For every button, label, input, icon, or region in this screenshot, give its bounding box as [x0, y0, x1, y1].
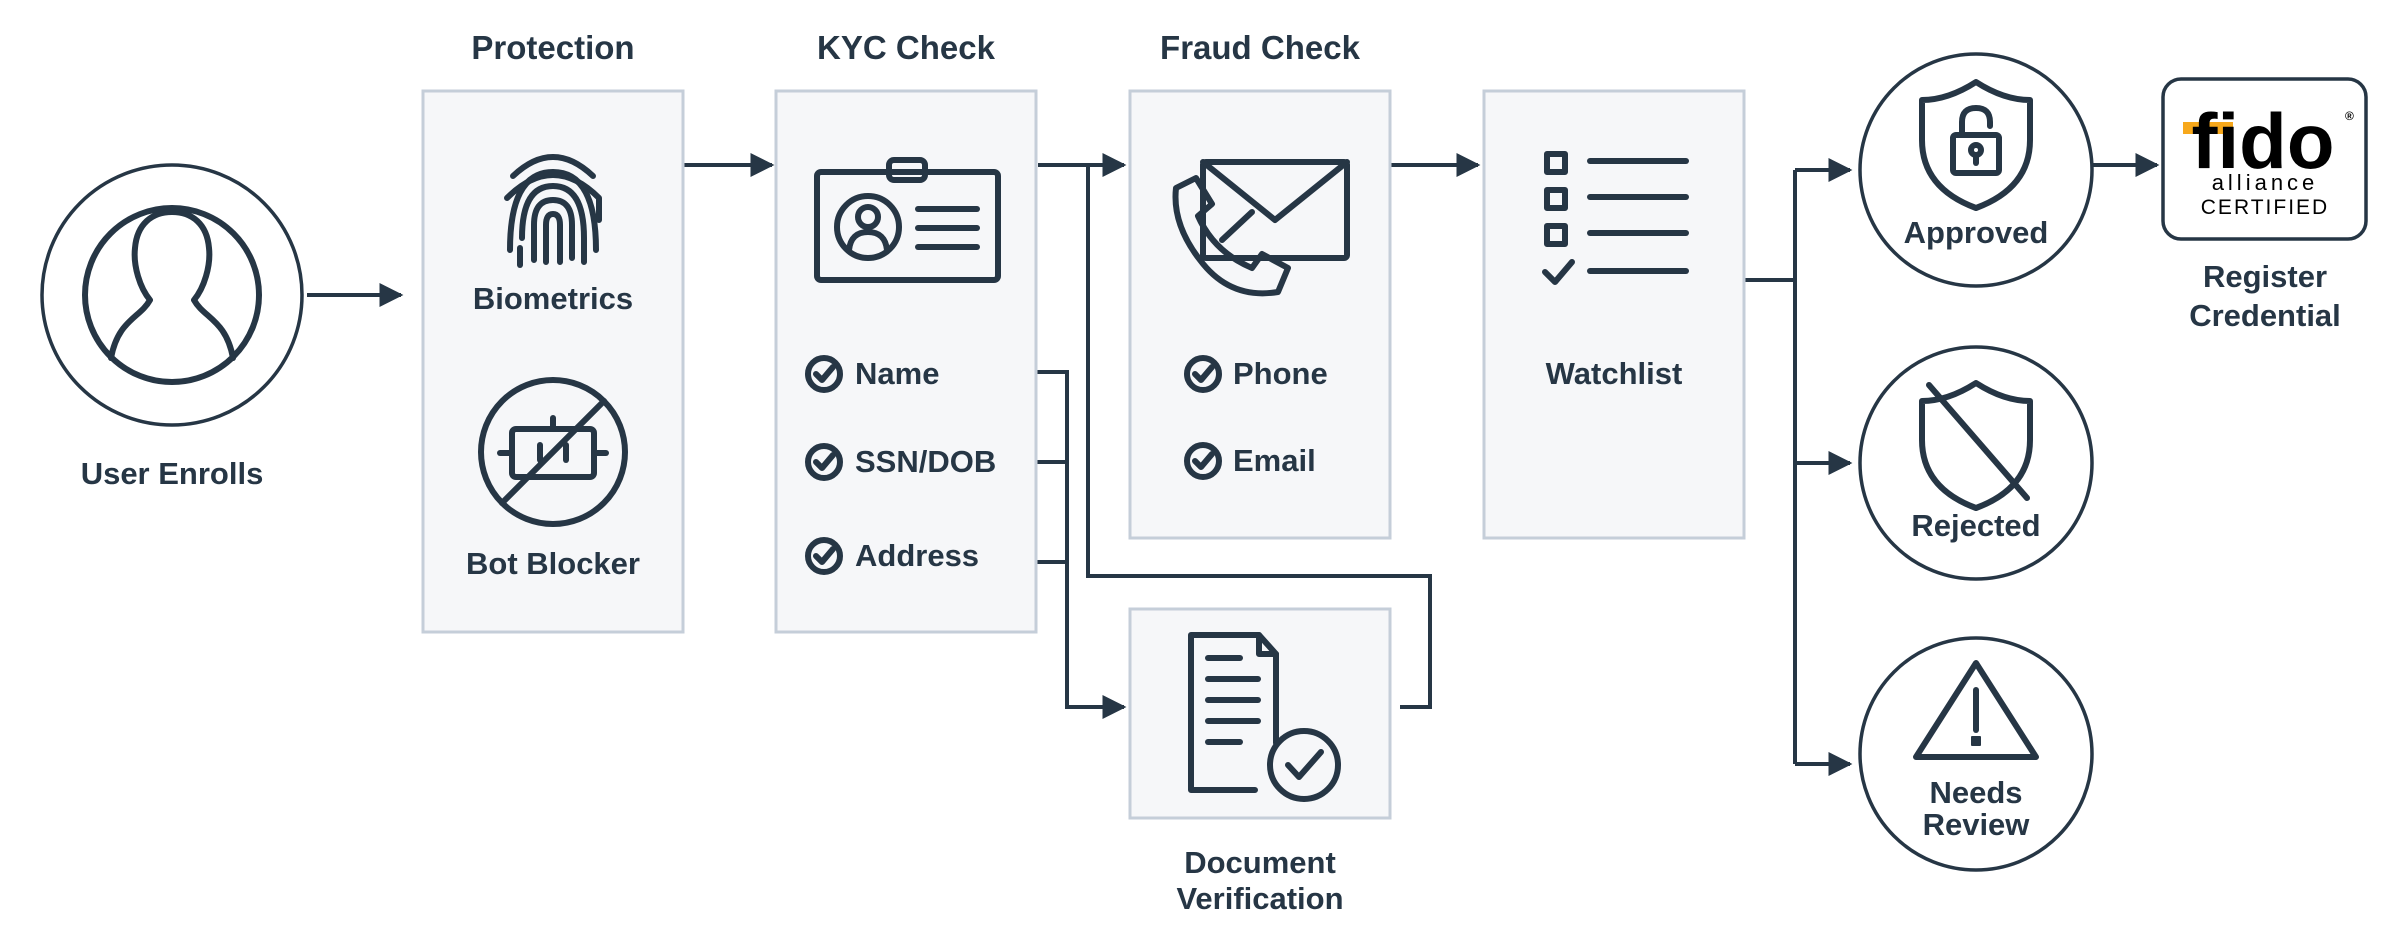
- check-circle-icon: [805, 355, 843, 393]
- kyc-item-ssn-dob: SSN/DOB: [805, 443, 996, 481]
- fraud-heading: Fraud Check: [1160, 29, 1361, 66]
- fingerprint-icon: [504, 154, 602, 268]
- checklist-icon: [1542, 151, 1689, 285]
- watchlist-column: Watchlist: [1482, 89, 1746, 540]
- bot-blocker-label: Bot Blocker: [466, 546, 640, 581]
- needs-review-label-line1: Needs: [1929, 775, 2022, 810]
- fido-alliance-certified-logo: fido ® alliance CERTIFIED: [2183, 97, 2354, 219]
- kyc-item-label: SSN/DOB: [855, 444, 996, 479]
- document-check-icon: [1188, 632, 1341, 802]
- register-credential-node: fido ® alliance CERTIFIED Register Crede…: [2161, 77, 2368, 333]
- check-circle-icon: [805, 443, 843, 481]
- approved-node: Approved: [1858, 52, 2094, 288]
- rejected-node: Rejected: [1858, 345, 2094, 581]
- kyc-heading: KYC Check: [817, 29, 996, 66]
- fido-alliance-text: alliance: [2212, 170, 2319, 195]
- fido-wordmark: fido: [2192, 97, 2335, 185]
- id-card-icon: [814, 157, 1001, 283]
- bot-blocked-icon: [478, 377, 628, 527]
- user-enrolls-label: User Enrolls: [81, 456, 264, 491]
- connector-lines: [307, 153, 2160, 776]
- user-icon: [82, 205, 262, 385]
- kyc-item-label: Name: [855, 356, 939, 391]
- rejected-label: Rejected: [1911, 508, 2040, 543]
- fraud-item-label: Email: [1233, 443, 1316, 478]
- fraud-item-label: Phone: [1233, 356, 1328, 391]
- check-circle-icon: [805, 537, 843, 575]
- fraud-item-email: Email: [1184, 442, 1316, 480]
- document-verification-column: Document Verification: [1128, 607, 1392, 916]
- warning-triangle-icon: [1913, 660, 2039, 760]
- shield-unlocked-icon: [1919, 79, 2033, 211]
- protection-box: [421, 89, 685, 634]
- protection-heading: Protection: [471, 29, 634, 66]
- fido-certified-logo-frame: [2161, 77, 2368, 241]
- document-verification-label-line2: Verification: [1176, 881, 1343, 916]
- kyc-check-column: KYC Check Name SSN/DOB: [774, 29, 1038, 634]
- phone-envelope-icon: [1172, 159, 1350, 297]
- fraud-check-column: Fraud Check Phone Email: [1128, 29, 1392, 540]
- register-credential-label-line1: Register: [2203, 259, 2327, 294]
- fraud-item-phone: Phone: [1184, 355, 1328, 393]
- check-circle-icon: [1184, 442, 1222, 480]
- protection-column: Protection Biometrics Bot Blocker: [421, 29, 685, 634]
- register-credential-label-line2: Credential: [2189, 298, 2341, 333]
- document-box: [1128, 607, 1392, 820]
- user-enrolls-node: User Enrolls: [40, 163, 304, 491]
- fido-registered-mark: ®: [2345, 109, 2354, 123]
- kyc-item-name: Name: [805, 355, 939, 393]
- document-verification-label-line1: Document: [1184, 845, 1336, 880]
- shield-slashed-icon: [1919, 380, 2033, 511]
- approved-label: Approved: [1904, 215, 2049, 250]
- needs-review-label-line2: Review: [1923, 807, 2031, 842]
- needs-review-node: Needs Review: [1858, 636, 2094, 872]
- kyc-item-address: Address: [805, 537, 979, 575]
- fido-certified-text: CERTIFIED: [2201, 196, 2329, 219]
- biometrics-label: Biometrics: [473, 281, 633, 316]
- watchlist-label: Watchlist: [1546, 356, 1683, 391]
- kyc-item-label: Address: [855, 538, 979, 573]
- watchlist-box: [1482, 89, 1746, 540]
- check-circle-icon: [1184, 355, 1222, 393]
